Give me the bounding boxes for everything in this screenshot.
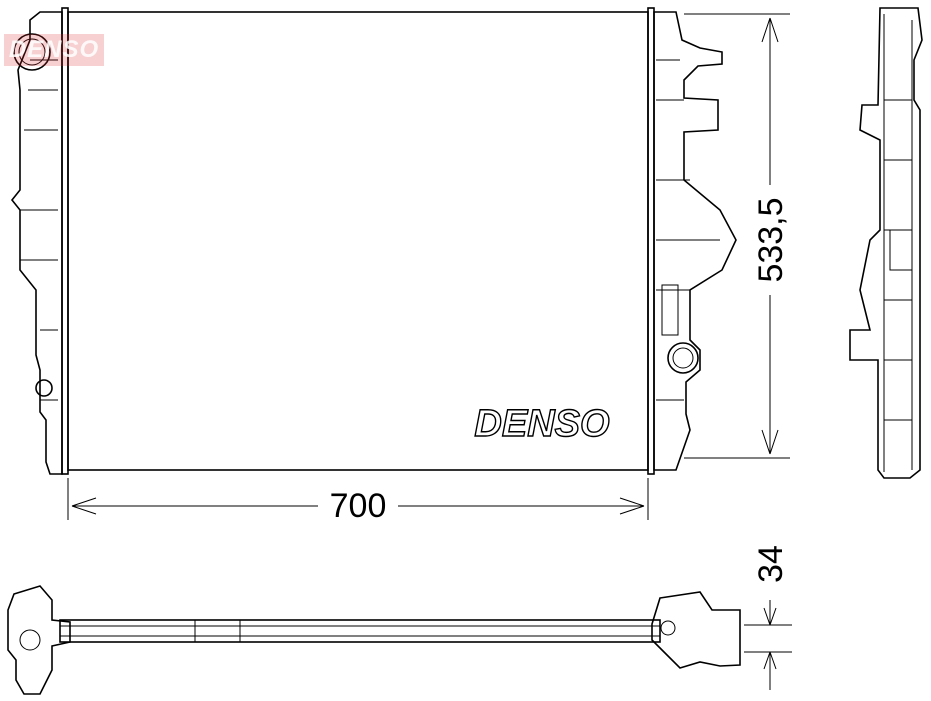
width-dimension: 700 [67, 478, 649, 525]
depth-dimension: 34 [744, 545, 792, 690]
depth-label: 34 [752, 545, 790, 583]
width-label: 700 [330, 487, 387, 525]
left-tank [10, 11, 63, 475]
right-tank [653, 11, 737, 471]
height-label: 533,5 [752, 197, 790, 282]
denso-logo: DENSO [458, 402, 626, 446]
side-view [849, 7, 923, 479]
bottom-view [7, 585, 741, 695]
svg-text:DENSO: DENSO [474, 403, 609, 445]
height-dimension: 533,5 [684, 13, 790, 459]
denso-watermark: DENSO [4, 34, 104, 66]
